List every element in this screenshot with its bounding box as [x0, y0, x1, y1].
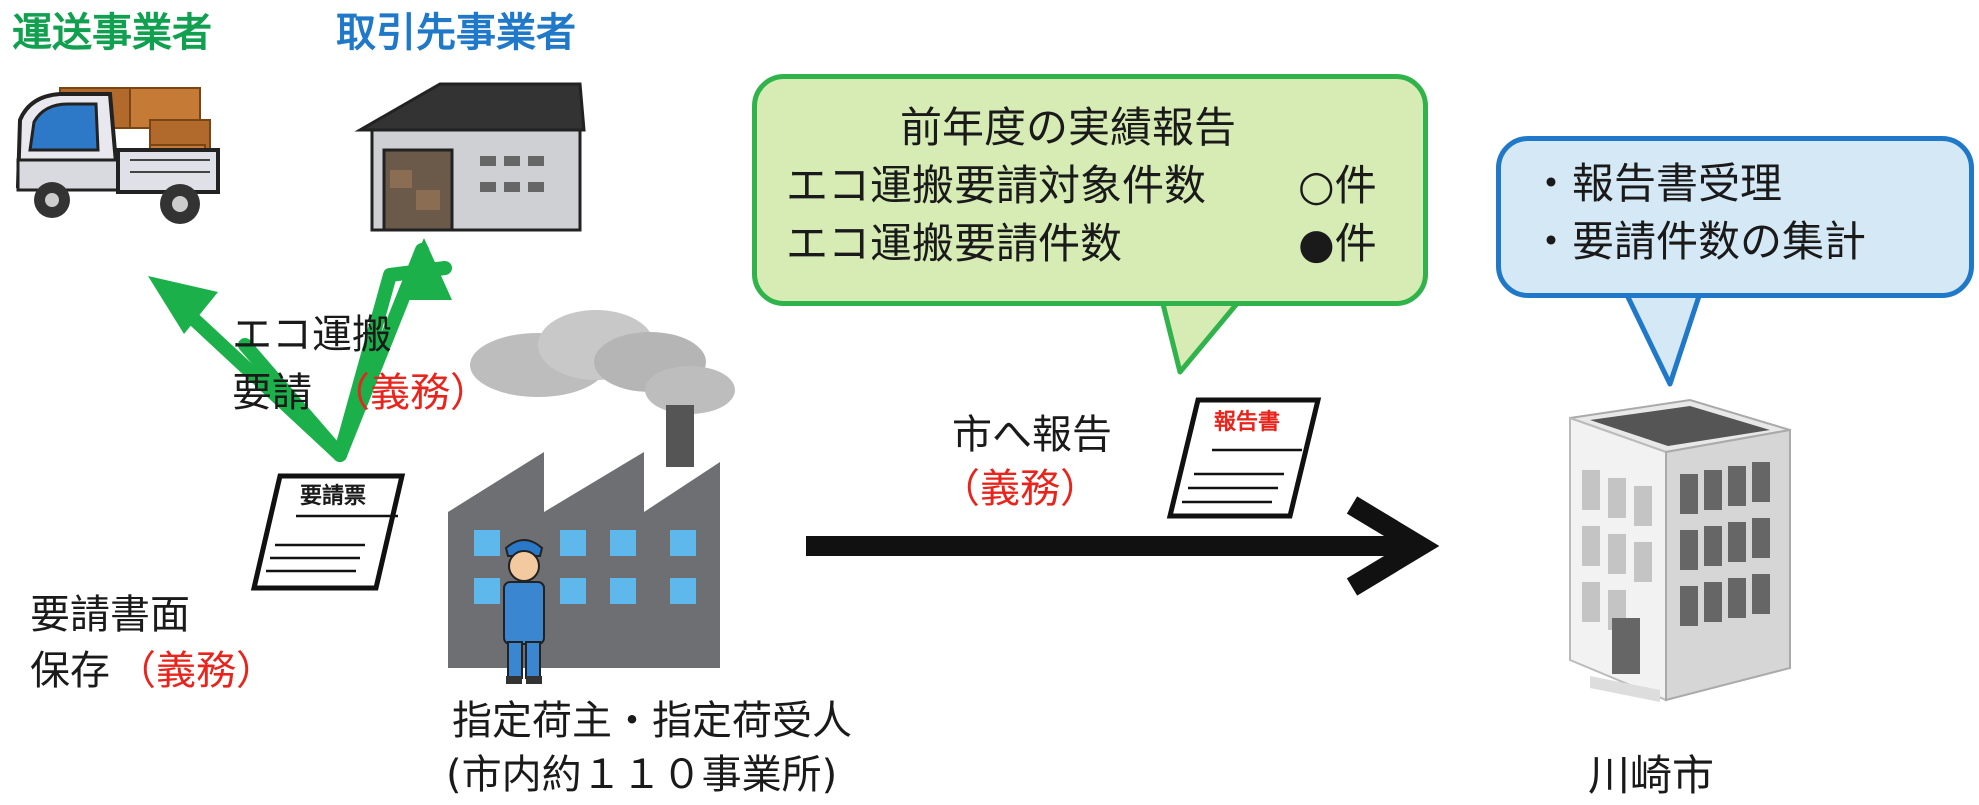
eco-request-target-count-label: エコ運搬要請対象件数	[786, 161, 1207, 210]
eco-request-label-line1: エコ運搬	[232, 312, 392, 358]
business-partner-label: 取引先事業者	[336, 10, 576, 56]
kawasaki-city-label: 川崎市	[1588, 751, 1715, 800]
arrowhead-truck	[148, 276, 218, 334]
eco-request-count-value: ●件	[1298, 219, 1377, 268]
annual-report-bubble	[752, 74, 1428, 306]
city-tasks-bubble	[1496, 136, 1974, 298]
request-storage-line2: 保存	[30, 648, 110, 694]
annual-report-title: 前年度の実績報告	[900, 103, 1237, 152]
arrowhead-warehouse	[396, 238, 452, 300]
report-document-label: 報告書	[1214, 410, 1281, 435]
arrow-to-truck	[163, 290, 347, 462]
request-storage-obligation: （義務）	[116, 648, 276, 694]
city-hall-building-icon	[1569, 398, 1791, 702]
transport-operator-label: 運送事業者	[12, 10, 212, 56]
report-to-city-label: 市へ報告	[952, 412, 1112, 458]
eco-request-label-line2: 要請	[232, 370, 312, 416]
report-arrow	[806, 496, 1440, 596]
blue-bubble-tail	[1623, 285, 1703, 387]
eco-request-count-label: エコ運搬要請件数	[786, 219, 1123, 268]
report-to-city-obligation: （義務）	[940, 466, 1100, 512]
request-slip-document	[250, 473, 406, 591]
warehouse-icon	[354, 82, 586, 232]
request-slip-label: 要請票	[300, 484, 367, 509]
designated-shipper-label: 指定荷主・指定荷受人	[452, 698, 852, 744]
designated-shipper-count: (市内約１１０事業所)	[446, 752, 838, 798]
truck-icon	[15, 87, 220, 224]
factory-icon	[448, 310, 735, 668]
eco-request-target-count-value: ○件	[1298, 161, 1377, 210]
report-document	[1166, 397, 1322, 519]
city-task-request-tally: ・要請件数の集計	[1530, 217, 1867, 266]
request-storage-line1: 要請書面	[30, 592, 190, 638]
city-task-report-receipt: ・報告書受理	[1530, 159, 1783, 208]
worker-icon	[503, 539, 545, 684]
eco-request-obligation: （義務）	[330, 370, 490, 416]
